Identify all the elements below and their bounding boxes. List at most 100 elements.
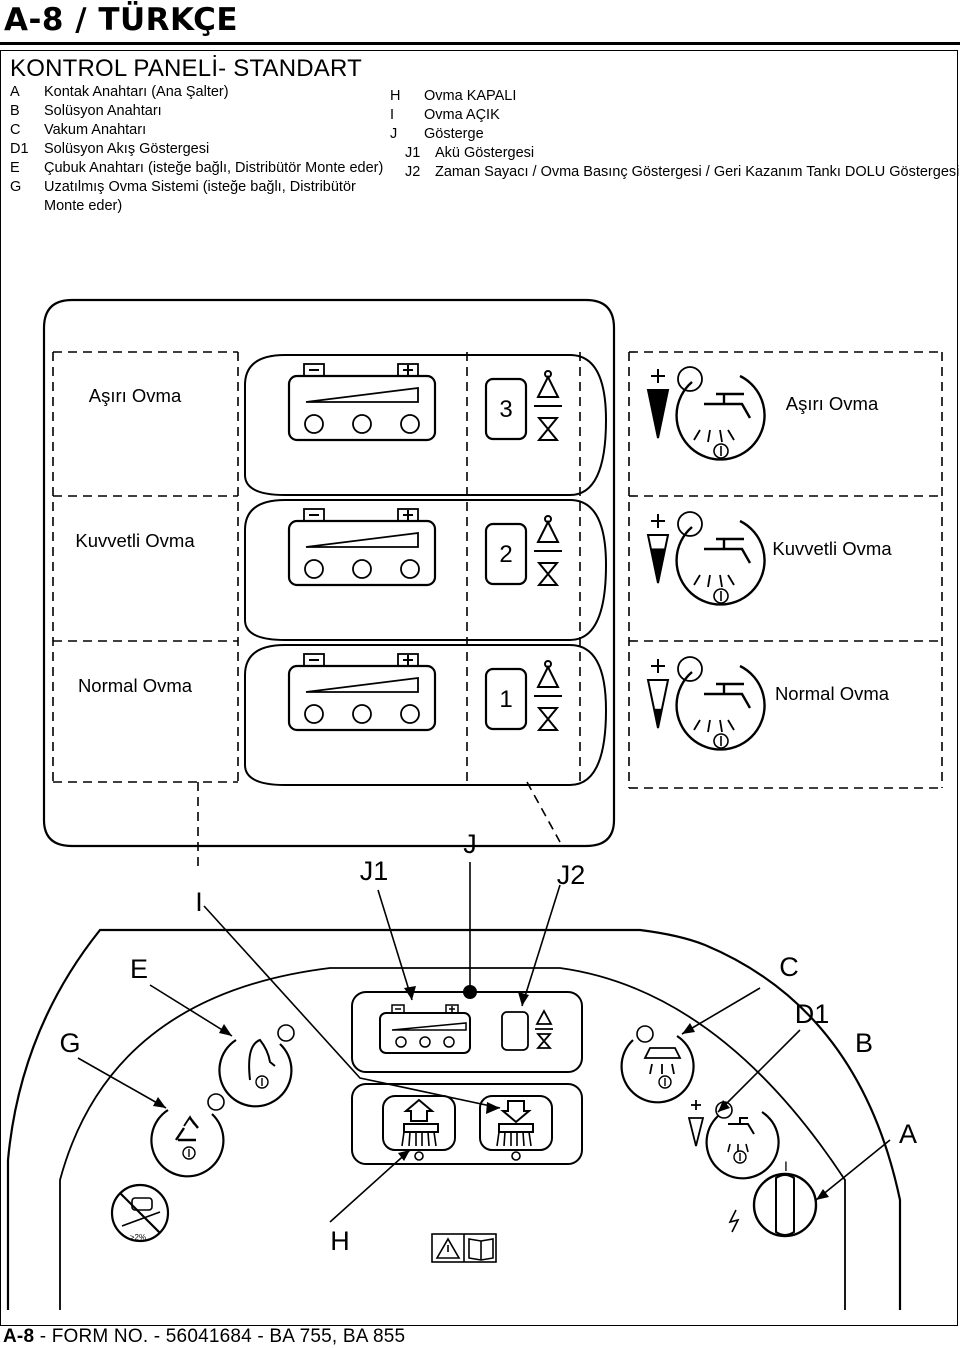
power-icon xyxy=(182,1146,196,1160)
extended-scrub-switch[interactable] xyxy=(150,1093,225,1178)
scrub-mode-label: Kuvvetli Ovma xyxy=(75,530,195,551)
callout-A: A xyxy=(899,1119,917,1149)
indicator-led xyxy=(207,1093,225,1111)
indicator-panel-outline xyxy=(244,644,608,786)
callout-G: G xyxy=(59,1028,80,1058)
indicator-panel-outline xyxy=(244,499,608,641)
content-frame xyxy=(0,50,958,1326)
warning-icon xyxy=(435,1237,461,1259)
callout-leaders xyxy=(77,862,891,1223)
scrub-on-button[interactable] xyxy=(479,1095,553,1151)
scrub-on-led xyxy=(511,1151,521,1161)
indicator-row: 1 Normal Ovma Normal Ovma xyxy=(78,644,890,786)
indicator-window-outline xyxy=(42,298,616,848)
key-on-mark: I xyxy=(784,1158,788,1174)
scrub-mode-label: Normal Ovma xyxy=(78,675,193,696)
vacuum-icon xyxy=(643,1047,682,1059)
solution-switch-icon xyxy=(675,511,766,606)
counter-display xyxy=(484,667,528,731)
indicator-rows: 3 Aşırı Ovma Aşırı Ovma 2 Kuvvetli Ovma Kuvve… xyxy=(75,354,892,786)
callout-E: E xyxy=(130,954,148,984)
faucet-icon xyxy=(728,1117,755,1135)
warning-manual-icons xyxy=(431,1233,497,1263)
callout-I: I xyxy=(195,887,203,917)
scrub-off-button[interactable] xyxy=(382,1095,456,1151)
pressure-hourmeter-icon xyxy=(534,370,562,441)
callout-B: B xyxy=(855,1028,873,1058)
power-icon xyxy=(255,1075,269,1089)
page-footer: A-8 - FORM NO. - 56041684 - BA 755, BA 8… xyxy=(3,1326,406,1347)
solution-switch-icon xyxy=(675,656,766,751)
callout-J1: J1 xyxy=(360,856,389,886)
pressure-hourmeter-icon xyxy=(534,660,562,731)
callout-J: J xyxy=(463,829,477,859)
brush-icon xyxy=(401,1131,437,1147)
power-icon xyxy=(733,1150,747,1164)
key-start-mark xyxy=(728,1209,740,1233)
panel-battery-indicator xyxy=(379,1004,471,1054)
counter-value: 1 xyxy=(499,686,512,713)
header-rule xyxy=(0,42,960,45)
flow-level-label: Aşırı Ovma xyxy=(786,393,879,414)
indicator-led xyxy=(277,1024,295,1042)
solution-switch-icon xyxy=(675,366,766,461)
callout-H: H xyxy=(330,1226,350,1256)
battery-icon xyxy=(287,653,437,732)
counter-display xyxy=(484,522,528,586)
pressure-hourmeter-icon xyxy=(534,515,562,586)
indicator-row: 3 Aşırı Ovma Aşırı Ovma xyxy=(89,354,879,496)
legend-item: Monte eder) xyxy=(44,198,123,214)
scrub-mode-label: Aşırı Ovma xyxy=(89,385,182,406)
slope-label: >2% xyxy=(130,1233,146,1242)
arrow-up-icon xyxy=(403,1098,435,1122)
solution-switch[interactable] xyxy=(705,1101,780,1180)
page-title: A-8 / TÜRKÇE xyxy=(4,2,239,38)
scrub-off-led xyxy=(414,1151,424,1161)
indicator-led xyxy=(636,1025,654,1043)
solution-flow-indicator xyxy=(687,1100,705,1147)
dashed-grid xyxy=(52,351,943,870)
counter-display xyxy=(484,377,528,441)
key-switch[interactable] xyxy=(752,1172,818,1238)
callout-D1: D1 xyxy=(795,999,830,1029)
panel-counter-indicator xyxy=(501,1009,553,1051)
section-title: KONTROL PANELİ- STANDART xyxy=(10,55,362,82)
counter-value: 3 xyxy=(499,396,512,423)
power-icon xyxy=(658,1075,672,1089)
arrow-down-icon xyxy=(500,1100,532,1124)
brush-icon xyxy=(496,1131,532,1147)
battery-icon xyxy=(287,508,437,587)
indicator-panel-outline xyxy=(244,354,608,496)
counter-value: 2 xyxy=(499,541,512,568)
solution-flow-gauge xyxy=(646,369,670,439)
vacuum-switch[interactable] xyxy=(620,1025,695,1104)
callout-C: C xyxy=(779,952,799,982)
no-slope-icon xyxy=(110,1183,170,1243)
callout-dot xyxy=(463,985,477,999)
indicator-row: 2 Kuvvetli Ovma Kuvvetli Ovma xyxy=(75,499,892,641)
callout-labels: I J J1 J2 E C D1 G B A H xyxy=(59,829,917,1256)
solution-flow-gauge xyxy=(646,659,670,729)
wand-switch[interactable] xyxy=(218,1024,295,1108)
solution-flow-gauge xyxy=(646,514,670,584)
flow-level-label: Kuvvetli Ovma xyxy=(772,538,892,559)
page-header: A-8 / TÜRKÇE xyxy=(0,0,960,50)
leader-arrowheads xyxy=(153,986,829,1200)
wand-icon xyxy=(248,1038,276,1081)
battery-icon xyxy=(287,363,437,442)
flow-level-label: Normal Ovma xyxy=(775,683,890,704)
